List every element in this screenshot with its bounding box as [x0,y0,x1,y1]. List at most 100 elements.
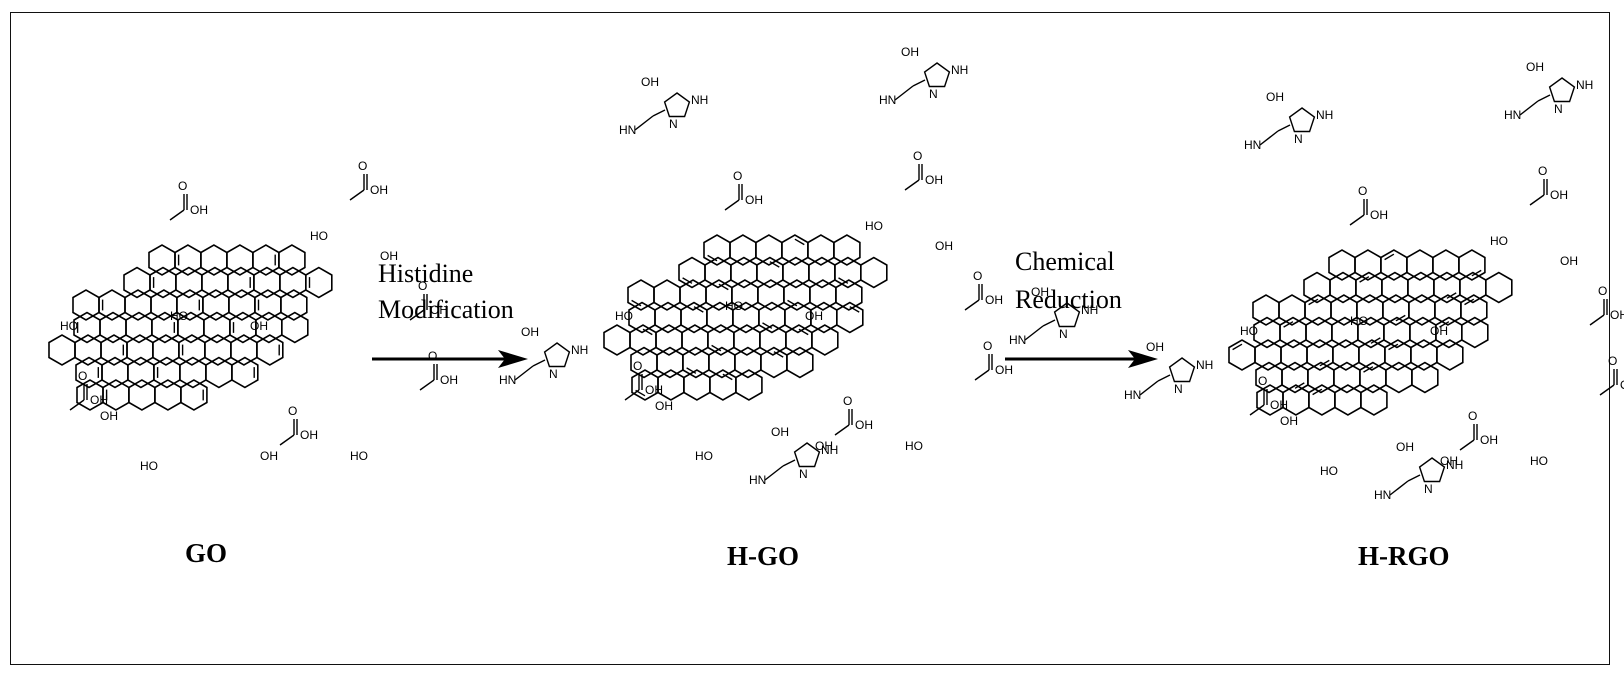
hydroxyl-group: HO [170,309,188,323]
hydroxyl-group: OH [855,418,873,432]
hexagon-ring [253,266,281,299]
hexagon-ring [809,279,837,311]
hexagon-ring [681,324,709,356]
hexagon-ring [281,311,309,344]
hexagon-ring [655,324,683,356]
hydroxyl-group: OH [1396,440,1414,454]
arrow-histidine-modification [372,350,528,368]
hydroxyl-group: HO [140,459,158,473]
hydroxyl-group: OH [1031,285,1049,299]
hexagon-ring [280,289,308,321]
hydroxyl-group: OH [771,425,789,439]
hexagon-ring [99,311,127,344]
imidazole-nh: NH [1081,303,1098,317]
hexagon-ring [1278,294,1306,326]
hydroxyl-group: HO [1530,454,1548,468]
hexagon-ring [807,234,835,266]
hexagon-ring [654,301,682,334]
hydroxyl-group: OH [1370,208,1388,222]
hexagon-ring [123,266,151,299]
structure-label-h-go: H-GO [727,541,799,571]
hexagon-ring [656,346,684,379]
hexagon-ring [1332,339,1360,371]
hydroxyl-group: OH [430,303,448,317]
hexagon-ring [1432,249,1460,281]
bond [782,459,796,467]
double-bond [1370,337,1381,344]
hydroxyl-group: OH [1480,433,1498,447]
imidazole-n: N [1059,327,1068,341]
hexagon-ring [1434,294,1462,326]
imidazole-n: N [799,467,808,481]
hexagon-ring [200,244,228,276]
hexagon-ring [786,346,814,379]
hexagon-ring [1406,249,1434,281]
hydroxyl-group: OH [1550,188,1568,202]
hexagon-ring [683,369,711,401]
bond [1529,194,1545,206]
hydroxyl-group: OH [995,363,1013,377]
bond [834,424,850,436]
hydroxyl-group: OH [1146,340,1164,354]
bond [1277,124,1291,132]
hydroxyl-group: HO [695,449,713,463]
hexagon-ring [1485,271,1513,304]
oxygen-atom: O [843,394,852,408]
double-bond [849,306,860,313]
hexagon-ring [305,266,333,299]
imidazole-nh: NH [691,93,708,107]
bond [1249,404,1265,416]
bond [912,79,926,87]
imidazole-n: N [929,87,938,101]
oxygen-atom: O [178,179,187,193]
imidazole-nh: NH [821,443,838,457]
bond [652,109,666,117]
bond [1024,325,1044,341]
step-label-line1: Chemical [1015,247,1115,276]
hexagon-ring [125,311,153,344]
oxygen-atom: O [1258,374,1267,388]
hydroxyl-group: OH [521,325,539,339]
hexagon-ring [1303,271,1331,304]
hexagon-ring [733,324,761,356]
hexagon-ring [1305,316,1333,349]
hydroxyl-group: OH [1280,414,1298,428]
hexagon-ring [48,334,76,366]
double-bond [1471,269,1482,277]
oxygen-atom: O [1598,284,1607,298]
double-bond [722,373,733,381]
hexagon-ring [1360,384,1388,416]
hexagon-ring [679,279,707,311]
hexagon-ring [179,356,207,389]
hydroxyl-group: HO [310,229,328,243]
bond [1042,319,1056,327]
hexagon-ring [1407,271,1435,304]
oxygen-atom: O [1608,354,1617,368]
hexagon-ring [1411,361,1439,394]
hexagon-ring [603,324,631,356]
imidazole-ring [1168,357,1196,383]
double-bond [642,328,653,336]
oxygen-atom: O [418,279,427,293]
double-bond [711,344,722,352]
hrgo-graphene-sheet: HOOHHOOHHOOHHOOHHOOOHOOHOOHOOHOOHOOHHNNH… [1124,60,1624,502]
hydroxyl-group: OH [925,173,943,187]
hexagon-ring [735,369,763,401]
bond [1407,474,1421,482]
hydroxyl-group: OH [1526,60,1544,74]
oxygen-atom: O [973,269,982,283]
hexagon-ring [1358,339,1386,371]
bond [69,399,85,411]
oxygen-atom: O [1468,409,1477,423]
imidazole-n: N [669,117,678,131]
hexagon-ring [201,266,229,299]
hexagon-ring [1385,361,1413,394]
hexagon-ring [204,334,232,366]
double-bond [838,277,849,284]
oxygen-atom: O [288,404,297,418]
hydroxyl-group: OH [1440,454,1458,468]
bond [1589,314,1605,326]
oxygen-atom: O [1538,164,1547,178]
amide-group: HN [1009,333,1026,347]
hexagon-ring [755,234,783,266]
